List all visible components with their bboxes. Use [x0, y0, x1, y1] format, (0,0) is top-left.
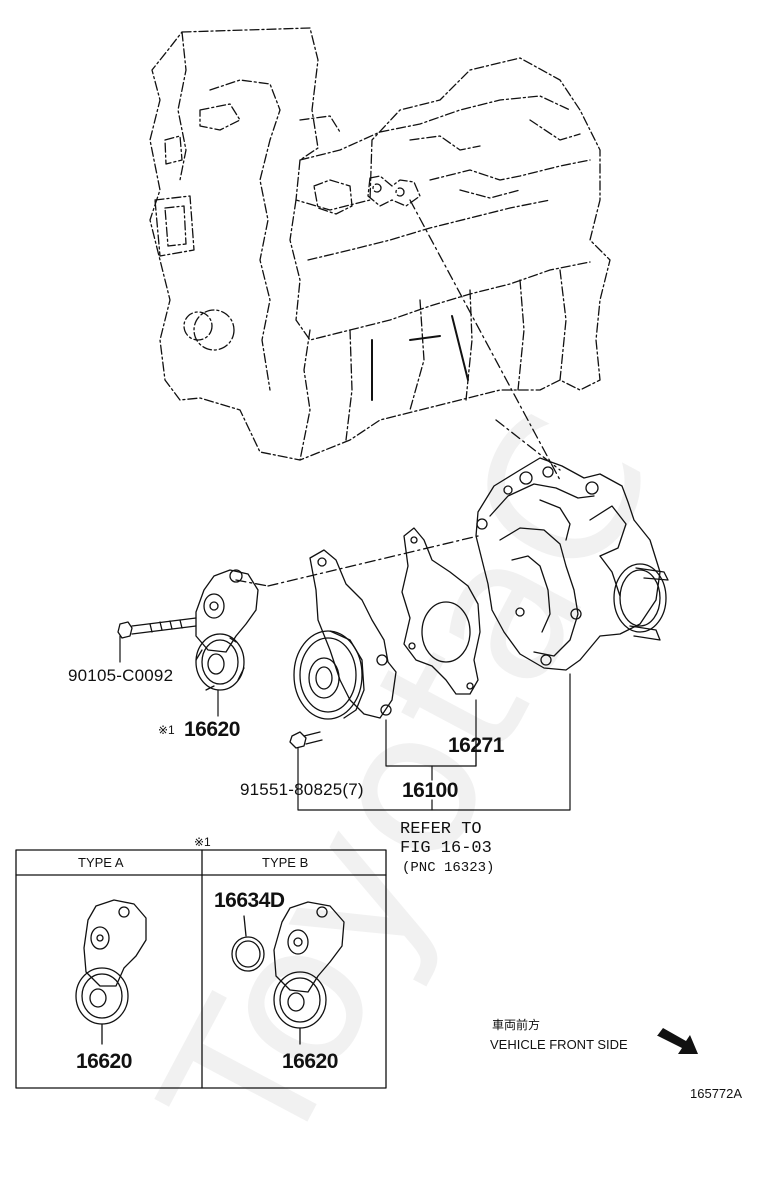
part-number-bolt-91551: 91551-80825(7) [240, 780, 364, 799]
refer-line-2: FIG 16-03 [400, 839, 492, 858]
type-a-header: TYPE A [78, 855, 124, 870]
engine-heavy-lines [371, 315, 469, 401]
direction-english: VEHICLE FRONT SIDE [490, 1037, 628, 1052]
vehicle-front-arrow [657, 1028, 698, 1054]
type-a-tensioner [75, 899, 147, 1045]
type-a-part-number: 16620 [76, 1050, 132, 1073]
pump-pulley-plate [293, 549, 397, 720]
figure-id: 165772A [690, 1086, 743, 1101]
diagram-drawing [15, 27, 698, 1089]
bolt-90105 [117, 617, 197, 639]
refer-line-3: (PNC 16323) [402, 860, 495, 876]
inset-table [15, 849, 387, 1089]
phantom-leaders [235, 199, 561, 587]
inset-note-mark: ※1 [194, 835, 211, 849]
gasket-16271 [401, 527, 481, 695]
part-number-water-pump: 16100 [402, 779, 458, 802]
part-number-bolt-90105: 90105-C0092 [68, 666, 174, 685]
part-number-cover: 16634D [214, 889, 285, 912]
refer-line-1: REFER TO [400, 820, 482, 839]
part-number-tensioner: 16620 [184, 718, 240, 741]
type-b-part-number: 16620 [282, 1050, 338, 1073]
tensioner-note-mark: ※1 [158, 723, 175, 737]
direction-japanese: 車両前方 [492, 1018, 541, 1032]
parts-diagram: ToyotaC [15, 27, 743, 1189]
type-b-tensioner [231, 901, 345, 1045]
type-b-header: TYPE B [262, 855, 309, 870]
water-pump-housing [475, 457, 669, 671]
belt-tensioner-main [195, 569, 259, 691]
bolt-91551 [289, 731, 323, 749]
leader-lines [119, 635, 571, 811]
part-number-gasket: 16271 [448, 734, 504, 757]
engine-block-outline [149, 27, 611, 461]
